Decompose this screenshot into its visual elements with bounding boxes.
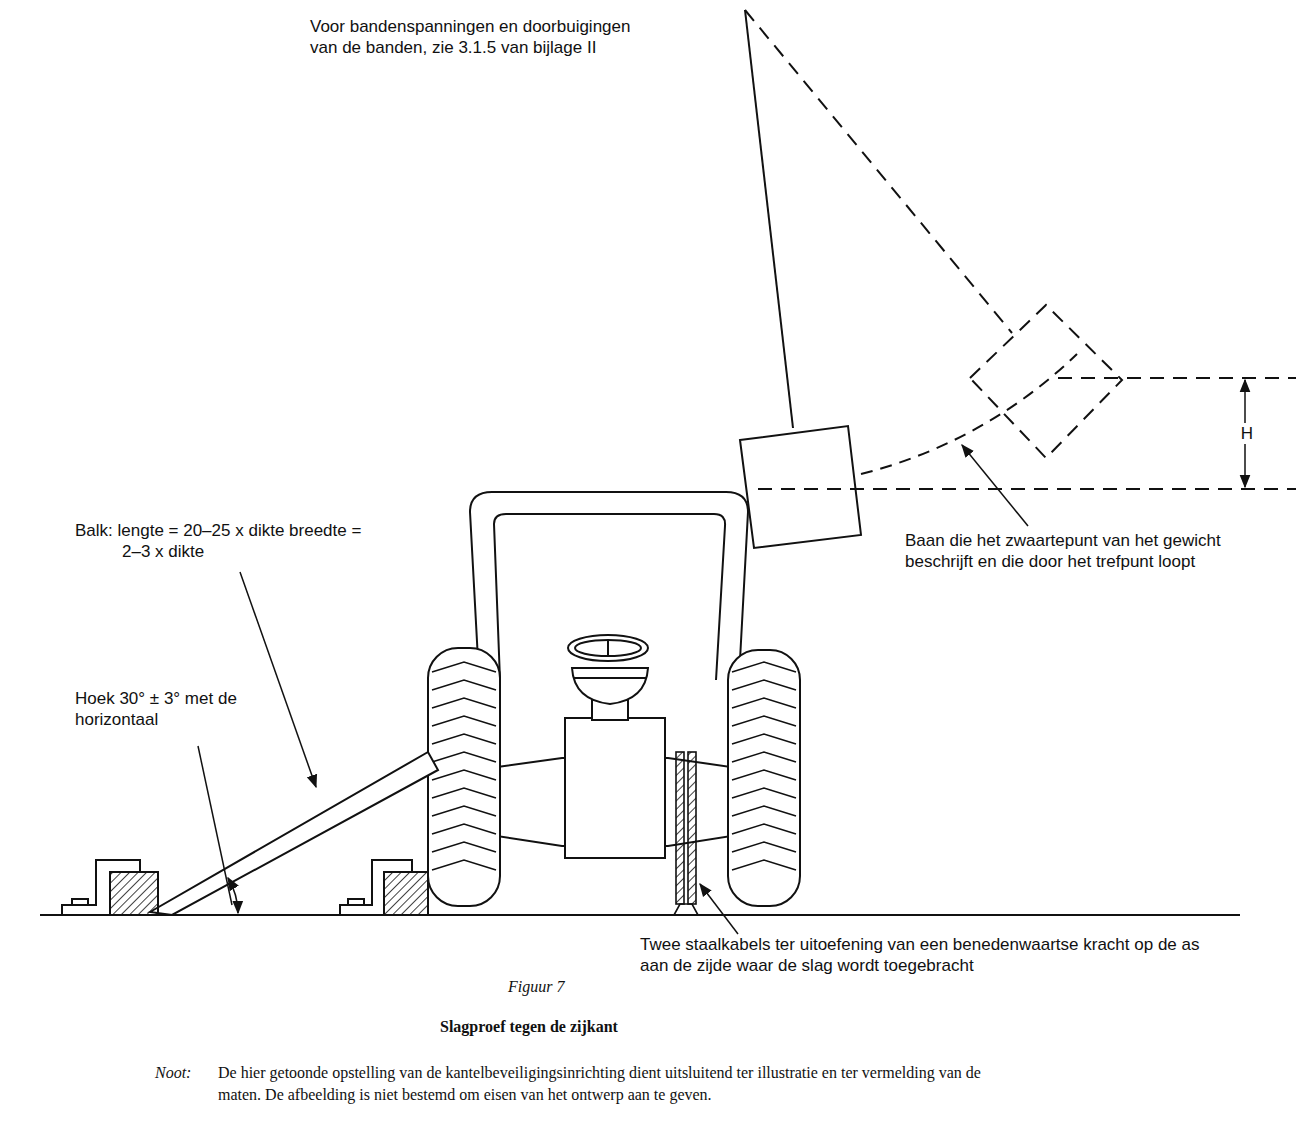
beam-label: Balk: lengte = 20–25 x dikte breedte = 2… [75,520,367,562]
anchor-block [340,860,412,915]
ground-line [40,914,1240,916]
steering-wheel [568,635,648,661]
leader-line [198,572,738,934]
tire-tread [432,860,496,870]
steel-cable [674,752,698,915]
tire-tread [432,770,496,780]
tire-tread [732,752,796,762]
seat [574,677,646,679]
angle-label: Hoek 30° ± 3° met de horizontaal [75,688,250,730]
pendulum-raised [745,10,1012,333]
height-dimension [758,488,1296,490]
rear-tire [728,650,800,906]
tire-tread [432,788,496,798]
rear-tire [428,648,800,906]
dimension-label: H [1239,423,1255,444]
seat [572,668,648,720]
figure-number: Figuur 7 [508,976,564,998]
cable-label: Twee staalkabels ter uitoefening van een… [640,934,1220,976]
steering-wheel [607,641,609,656]
pendulum-rest [745,10,793,428]
anchor-block [348,899,364,905]
roll-over-frame [470,492,748,660]
tire-tread [732,824,796,834]
tire-tread [432,662,796,870]
tire-tread [432,734,496,744]
steering-wheel [575,640,641,656]
tire-tread [732,860,796,870]
tire-tread [732,734,796,744]
steel-cable [676,752,684,904]
anchor-block [110,872,158,915]
steel-cable [688,752,696,904]
trajectory-label: Baan die het zwaartepunt van het gewicht… [905,530,1293,572]
transmission-body [565,718,665,858]
tire-tread [732,806,796,816]
height-dimension [758,378,1296,489]
pendulum-rest [740,426,861,548]
tire-tread [732,788,796,798]
tire-tread [732,770,796,780]
tire-tread [732,842,796,852]
impact-beam [150,752,438,915]
figure-caption: Slagproef tegen de zijkant [440,1016,618,1038]
roll-over-frame [494,514,725,680]
tire-tread [732,698,796,708]
tire-tread [432,842,496,852]
seat [572,668,648,704]
steel-cable [674,904,698,915]
steering-wheel [568,635,648,661]
note-text: De hier getoonde opstelling van de kante… [218,1062,1018,1106]
tire-tread [732,680,796,690]
tire-tread [432,680,496,690]
rear-tire [428,648,500,906]
tire-tread [432,806,496,816]
anchor-block [62,860,428,915]
anchor-block [62,860,140,915]
anchor-block [72,899,88,905]
tire-tread [732,662,796,672]
pendulum-raised [745,10,1122,458]
anchor-block [384,872,428,915]
tire-tread [432,752,496,762]
leader-line [962,445,1028,526]
height-dimension [1058,377,1296,379]
tire-note: Voor bandenspanningen en doorbuigingen v… [310,16,662,58]
tire-tread [432,662,496,672]
note-heading: Noot: [155,1062,191,1084]
tire-tread [432,698,496,708]
tire-tread [732,716,796,726]
pendulum-rest [740,10,861,548]
leader-line [240,572,316,787]
leader-line [198,746,232,905]
tire-tread [432,716,496,726]
tire-tread [432,824,496,834]
trajectory-arc [861,354,1077,474]
leader-line [700,884,738,934]
roll-over-frame [470,492,748,680]
